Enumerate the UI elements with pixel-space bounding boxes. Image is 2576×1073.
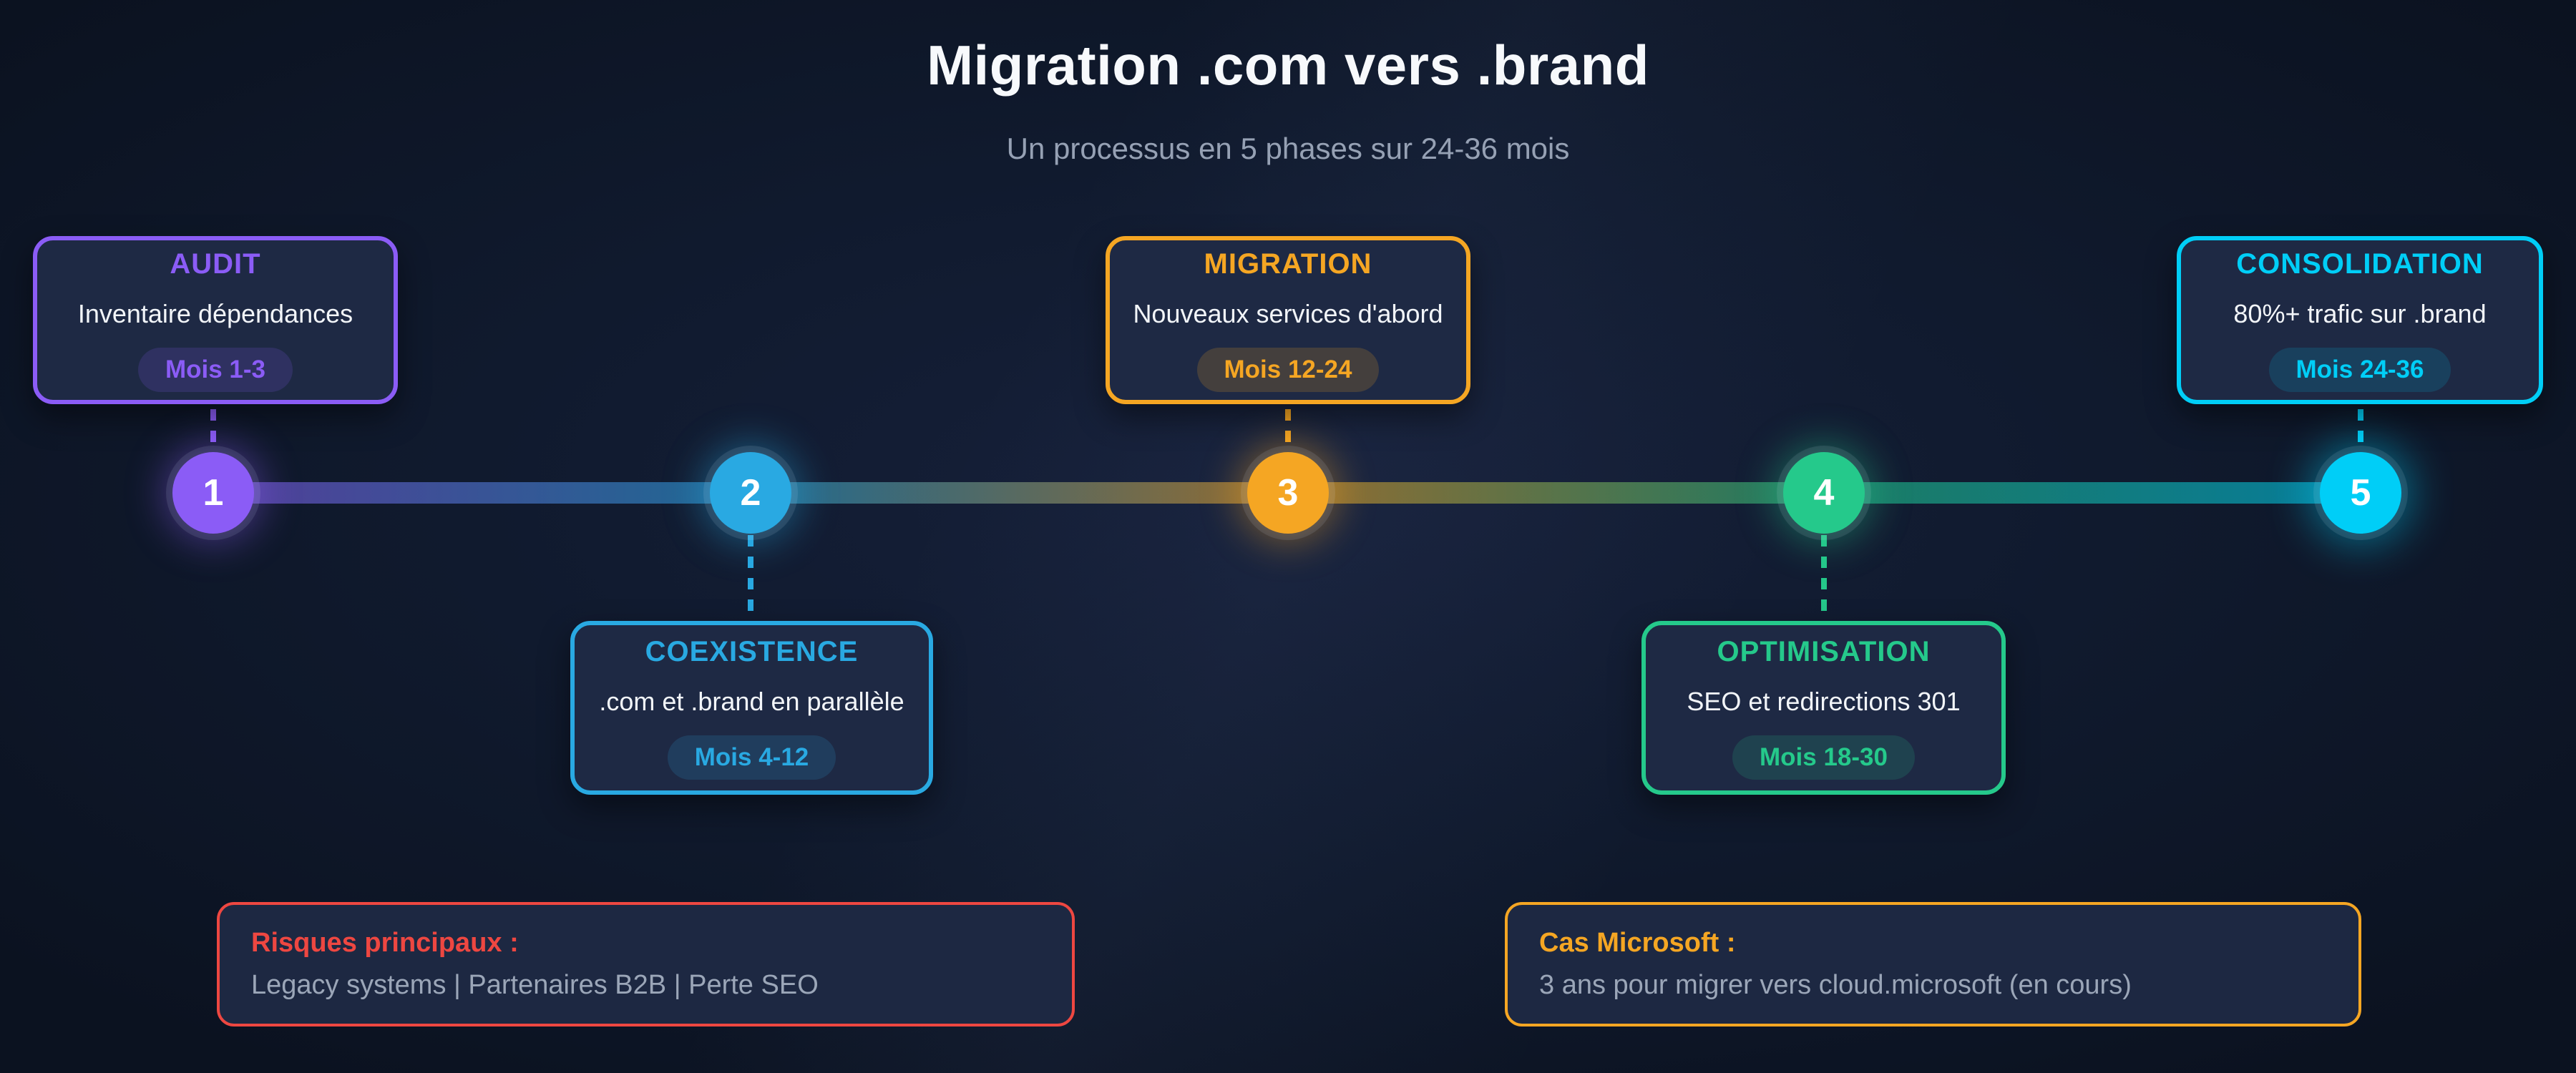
microsoft-case-note-body: 3 ans pour migrer vers cloud.microsoft (…: [1539, 970, 2132, 1000]
connector-phase-3: [1285, 409, 1291, 451]
phase-months-badge: Mois 4-12: [667, 735, 836, 780]
milestone-circle-4: 4: [1783, 452, 1865, 534]
phase-card-audit: AUDIT Inventaire dépendances Mois 1-3: [33, 236, 398, 404]
phase-card-description: .com et .brand en parallèle: [599, 686, 904, 716]
connector-phase-1: [210, 409, 216, 451]
microsoft-case-note-title: Cas Microsoft :: [1539, 928, 1736, 958]
connector-phase-4: [1821, 535, 1827, 619]
phase-card-description: Nouveaux services d'abord: [1133, 298, 1443, 328]
milestone-number: 4: [1813, 472, 1835, 514]
phase-card-title: AUDIT: [170, 248, 261, 280]
phase-card-title: MIGRATION: [1204, 248, 1372, 280]
phase-card-description: 80%+ trafic sur .brand: [2233, 298, 2487, 328]
connector-phase-5: [2358, 409, 2363, 451]
risks-note-title: Risques principaux :: [251, 928, 519, 958]
milestone-circle-3: 3: [1247, 452, 1329, 534]
risks-note-body: Legacy systems | Partenaires B2B | Perte…: [251, 970, 819, 1000]
page-title: Migration .com vers .brand: [927, 34, 1649, 97]
milestone-circle-1: 1: [172, 452, 254, 534]
milestone-number: 3: [1277, 472, 1299, 514]
phase-card-migration: MIGRATION Nouveaux services d'abord Mois…: [1106, 236, 1470, 404]
phase-card-coexistence: COEXISTENCE .com et .brand en parallèle …: [570, 621, 933, 795]
phase-card-title: OPTIMISATION: [1717, 635, 1931, 667]
phase-card-consolidation: CONSOLIDATION 80%+ trafic sur .brand Moi…: [2177, 236, 2543, 404]
milestone-number: 2: [740, 472, 761, 514]
page-subtitle: Un processus en 5 phases sur 24-36 mois: [1006, 132, 1570, 165]
phase-months-badge: Mois 12-24: [1196, 347, 1380, 393]
milestone-number: 1: [203, 472, 224, 514]
phase-months-badge: Mois 24-36: [2268, 347, 2451, 393]
phase-card-title: CONSOLIDATION: [2236, 248, 2484, 280]
phase-card-description: SEO et redirections 301: [1687, 686, 1961, 716]
milestone-circle-5: 5: [2320, 452, 2401, 534]
risks-note-box: Risques principaux : Legacy systems | Pa…: [217, 902, 1075, 1027]
phase-card-title: COEXISTENCE: [645, 635, 859, 667]
milestone-number: 5: [2350, 472, 2371, 514]
phase-months-badge: Mois 1-3: [137, 347, 293, 393]
phase-card-description: Inventaire dépendances: [77, 298, 353, 328]
phase-card-optimisation: OPTIMISATION SEO et redirections 301 Moi…: [1641, 621, 2006, 795]
phase-months-badge: Mois 18-30: [1732, 735, 1915, 780]
connector-phase-2: [748, 535, 753, 619]
microsoft-case-note-box: Cas Microsoft : 3 ans pour migrer vers c…: [1505, 902, 2361, 1027]
milestone-circle-2: 2: [710, 452, 791, 534]
